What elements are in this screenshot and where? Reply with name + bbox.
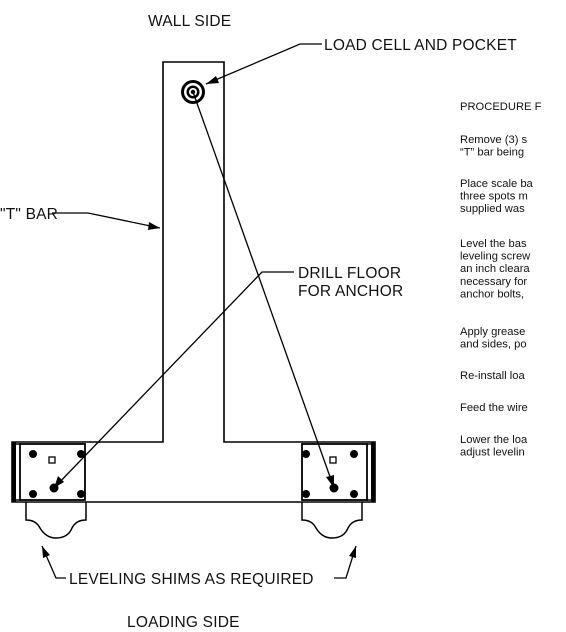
wall-side-label: WALL SIDE — [148, 13, 231, 30]
procedure-text: PROCEDURE F Remove (3) s“T” bar beingPla… — [460, 101, 542, 459]
procedure-line: Apply grease — [460, 326, 525, 338]
procedure-line: supplied was — [460, 203, 525, 215]
procedure-line: Place scale ba — [460, 178, 534, 190]
procedure-line: three spots m — [460, 191, 528, 203]
t-bar-label: "T" BAR — [0, 206, 58, 223]
left-foot-plate — [12, 442, 86, 502]
procedure-line: anchor bolts, — [460, 288, 524, 300]
left-leveling-shim — [25, 502, 87, 539]
right-foot-plate — [301, 442, 375, 502]
loading-side-label: LOADING SIDE — [127, 614, 240, 631]
procedure-line: Re-install loa — [460, 370, 525, 382]
leader-lines — [41, 43, 357, 579]
for-anchor-label: FOR ANCHOR — [298, 283, 403, 300]
right-leveling-shim — [301, 502, 363, 539]
procedure-heading: PROCEDURE F — [460, 101, 542, 113]
load-cell-label: LOAD CELL AND POCKET — [324, 37, 517, 54]
procedure-line: adjust levelin — [460, 447, 525, 459]
drill-floor-label: DRILL FLOOR — [298, 265, 401, 282]
procedure-line: “T” bar being — [460, 147, 524, 159]
procedure-line: Remove (3) s — [460, 134, 528, 146]
procedure-line: Lower the loa — [460, 434, 528, 446]
procedure-line: necessary for — [460, 276, 527, 288]
procedure-line: and sides, po — [460, 339, 527, 351]
procedure-line: leveling screw — [460, 251, 531, 263]
procedure-line: Feed the wire — [460, 402, 528, 414]
t-bar-outline — [11, 61, 376, 503]
procedure-line: Level the bas — [460, 238, 527, 250]
leveling-shims-label: LEVELING SHIMS AS REQUIRED — [69, 571, 314, 588]
procedure-line: an inch cleara — [460, 263, 530, 275]
